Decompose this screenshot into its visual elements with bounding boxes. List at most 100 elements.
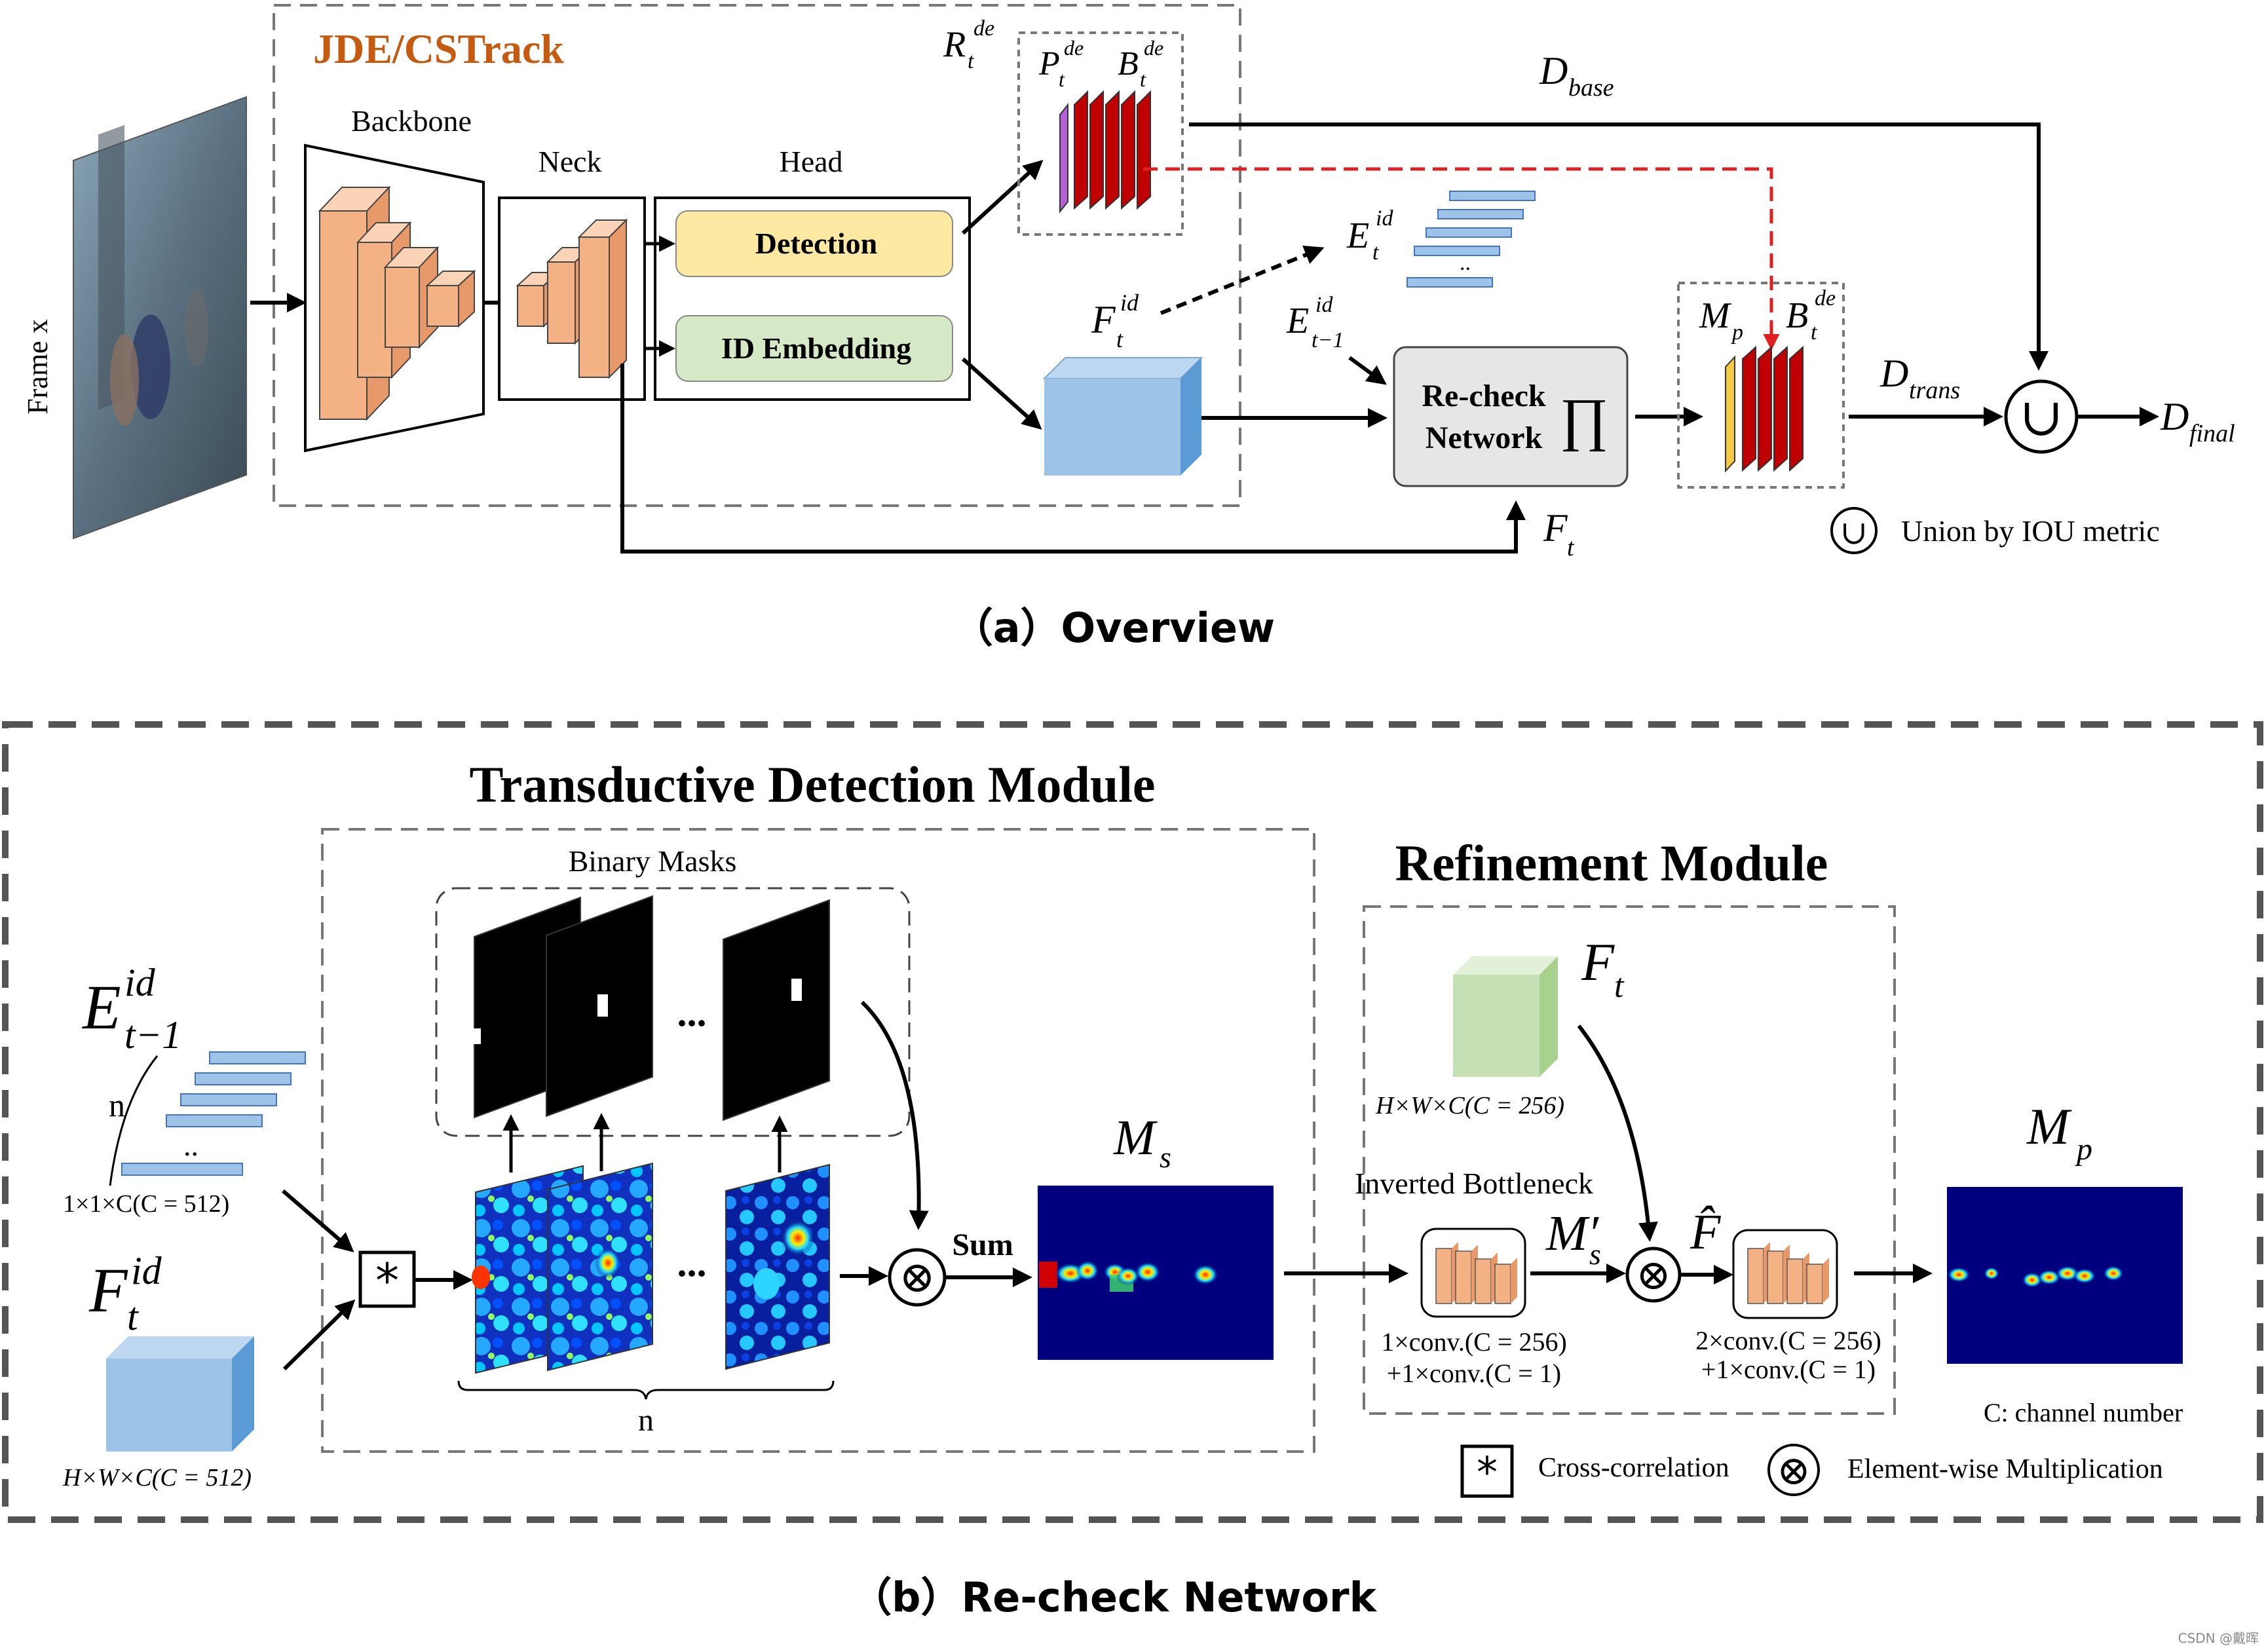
- svg-text:M: M: [2026, 1098, 2072, 1155]
- maps-ellipsis: ...: [677, 1241, 707, 1285]
- svg-text:D: D: [1879, 352, 1908, 395]
- rm-ft-dim: H×W×C(C = 256): [1375, 1092, 1564, 1119]
- masks-ellipsis: ...: [677, 991, 707, 1034]
- detection-label: Detection: [755, 227, 877, 260]
- m-s-prime-label: M′ s: [1545, 1206, 1601, 1271]
- backbone-label: Backbone: [351, 104, 472, 138]
- d-final-label: D final: [2160, 395, 2235, 447]
- svg-text:p: p: [1731, 320, 1743, 345]
- arrow-neck-to-recheck-ft: [620, 364, 1526, 554]
- legend-cc-symbol: *: [1477, 1449, 1498, 1497]
- svg-text:t: t: [1372, 240, 1380, 265]
- m-p-label: M p: [1699, 295, 1743, 345]
- arrow-fid-to-xcorr: [282, 1299, 356, 1371]
- id-embedding-box: [675, 315, 953, 382]
- rm-f-t-label: F t: [1581, 932, 1625, 1005]
- svg-text:t: t: [1811, 320, 1818, 345]
- svg-text:id: id: [124, 961, 156, 1004]
- binary-masks-group: [435, 887, 911, 1137]
- svg-text:id: id: [1120, 290, 1139, 316]
- caption-a: （a）Overview: [953, 604, 1275, 652]
- svg-text:trans: trans: [1909, 377, 1960, 404]
- recheck-line-1: Re-check: [1422, 379, 1546, 413]
- id-embedding-label: ID Embedding: [721, 331, 911, 365]
- svg-text:p: p: [2075, 1132, 2092, 1167]
- id-feature-cube: [1042, 357, 1203, 476]
- conv1-line-2: +1×conv.(C = 1): [1387, 1359, 1561, 1388]
- b-f-id-label: F t id: [88, 1249, 162, 1338]
- svg-text:F: F: [1543, 506, 1568, 550]
- channel-note: C: channel number: [1984, 1398, 2183, 1427]
- svg-text:t: t: [1140, 67, 1146, 91]
- svg-text:de: de: [1064, 36, 1084, 60]
- d-base-label: D base: [1539, 49, 1614, 102]
- b-e-prev-label: E t−1 id: [81, 961, 181, 1057]
- svg-text:F: F: [1091, 298, 1116, 341]
- head-label: Head: [779, 145, 842, 178]
- f-t-label: F t: [1543, 506, 1575, 561]
- svg-text:final: final: [2189, 420, 2235, 447]
- b-id-feature-cube: [106, 1336, 254, 1452]
- arrow-ft-to-multiply: [1577, 1024, 1658, 1242]
- sum-label: Sum: [952, 1228, 1013, 1262]
- rm-title: Refinement Module: [1395, 835, 1828, 892]
- svg-text:de: de: [973, 16, 994, 41]
- m-p-out-label: M p: [2026, 1098, 2092, 1167]
- backbone-blocks: [318, 185, 476, 421]
- caption-b: （b）Re-check Network: [851, 1573, 1377, 1621]
- svg-text:P: P: [1038, 45, 1060, 83]
- f-id-label: F t id: [1091, 290, 1139, 352]
- legend-cc-icon: [1460, 1444, 1514, 1498]
- svg-text:E: E: [81, 972, 121, 1042]
- recheck-line-2: Network: [1426, 421, 1543, 455]
- bottleneck-2-blocks: [1747, 1242, 1829, 1304]
- recheck-feature-maps: [1725, 345, 1803, 473]
- svg-text:R: R: [943, 24, 966, 65]
- neck-blocks: [516, 218, 628, 379]
- b-f-dim: H×W×C(C = 512): [62, 1464, 252, 1492]
- m-s-label: M s: [1113, 1110, 1171, 1174]
- svg-text:base: base: [1568, 74, 1614, 102]
- tdm-group: [321, 828, 1315, 1453]
- p-de-label: P t de: [1038, 36, 1084, 91]
- svg-text:M: M: [1113, 1110, 1158, 1165]
- conv2-line-2: +1×conv.(C = 1): [1701, 1355, 1876, 1384]
- detection-box: [675, 210, 953, 277]
- recheck-network-box: [1393, 346, 1629, 487]
- b-embedding-stack: [109, 1051, 306, 1186]
- dashed-red-arrow-bde-to-output: [1143, 167, 1780, 350]
- e-id-label: E t id: [1346, 206, 1393, 265]
- svg-text:id: id: [1315, 293, 1333, 317]
- input-frame-image: [73, 96, 247, 540]
- svg-text:F: F: [1581, 932, 1615, 992]
- conv2-line-1: 2×conv.(C = 256): [1695, 1326, 1881, 1355]
- svg-text:M′: M′: [1545, 1206, 1599, 1261]
- union-symbol: ∪: [2019, 389, 2063, 447]
- maps-brace: [457, 1380, 835, 1400]
- legend-union-symbol: ∪: [1840, 514, 1868, 551]
- svg-text:t−1: t−1: [1312, 328, 1344, 352]
- union-node: [2004, 379, 2079, 454]
- svg-text:D: D: [1539, 49, 1568, 92]
- b-stack-dots: ..: [183, 1129, 198, 1162]
- svg-text:M: M: [1699, 295, 1732, 336]
- f-hat-label: F̂: [1690, 1205, 1722, 1260]
- svg-text:de: de: [1144, 36, 1163, 60]
- bottleneck-1-blocks: [1435, 1242, 1517, 1304]
- green-feature-cube: [1453, 956, 1558, 1077]
- svg-text:t: t: [1059, 67, 1065, 91]
- b-de-label: B t de: [1118, 36, 1163, 91]
- multiply-symbol-1: ⊗: [899, 1254, 935, 1302]
- svg-text:s: s: [1160, 1140, 1171, 1174]
- arrow-masks-to-multiply: [860, 1000, 929, 1230]
- svg-text:t: t: [1614, 967, 1625, 1005]
- b-e-dim: 1×1×C(C = 512): [63, 1190, 229, 1218]
- ms-heatmap: [1038, 1186, 1274, 1360]
- arrow-dbase-to-union: [1189, 122, 2049, 371]
- tdm-title: Transductive Detection Module: [469, 756, 1155, 813]
- multiply-node-1: [888, 1248, 947, 1307]
- svg-text:s: s: [1589, 1237, 1601, 1271]
- svg-text:de: de: [1815, 286, 1836, 310]
- conv1-line-1: 1×conv.(C = 256): [1381, 1327, 1567, 1357]
